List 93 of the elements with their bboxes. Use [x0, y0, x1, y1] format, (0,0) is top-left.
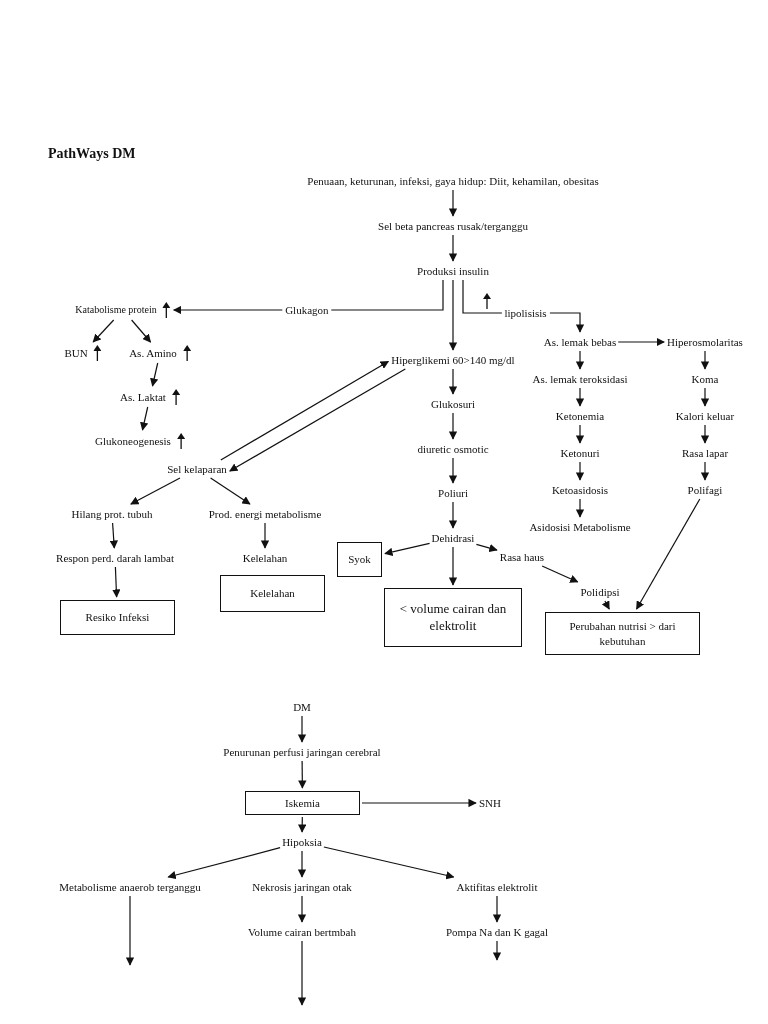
arrow	[575, 498, 585, 518]
arrow	[448, 501, 458, 529]
arrow	[229, 368, 406, 472]
arrow	[361, 798, 477, 808]
arrow	[140, 406, 149, 431]
node-label: As. Amino	[129, 346, 177, 360]
arrow	[220, 360, 389, 461]
arrow	[700, 424, 710, 444]
arrow	[130, 477, 181, 505]
arrow	[297, 715, 307, 743]
arrow	[323, 846, 455, 880]
node-label: DM	[293, 700, 311, 714]
node-label: Koma	[691, 372, 719, 386]
arrow	[297, 895, 307, 923]
node-label: Nekrosis jaringan otak	[252, 880, 352, 894]
node-label: Polifagi	[687, 483, 723, 497]
arrow	[448, 234, 458, 262]
arrow	[448, 457, 458, 484]
node-label: Pompa Na dan K gagal	[446, 925, 548, 939]
node-label: Polidipsi	[580, 585, 620, 599]
arrow	[575, 461, 585, 481]
arrow	[131, 319, 152, 343]
node-label: Ketonuri	[560, 446, 600, 460]
arrow	[298, 760, 307, 789]
arrow	[125, 895, 135, 966]
node-label: As. lemak teroksidasi	[532, 372, 628, 386]
process-box: Perubahan nutrisi > dari kebutuhan	[545, 612, 700, 655]
arrow	[601, 600, 610, 610]
node-label: BUN	[64, 346, 88, 360]
arrow	[260, 522, 270, 549]
arrow	[492, 895, 502, 923]
process-box: Iskemia	[245, 791, 360, 815]
arrow	[448, 368, 458, 395]
node-label: Katabolisme protein	[75, 303, 157, 317]
node-label: Ketoasidosis	[551, 483, 609, 497]
node-label: Glukosuri	[431, 397, 475, 411]
node-label: Hipoksia	[282, 835, 322, 849]
arrow	[448, 189, 458, 217]
diagram-title: PathWays DM	[48, 146, 136, 162]
node-label: Glukoneogenesis	[95, 434, 171, 448]
arrow	[210, 477, 251, 505]
node-label: Poliuri	[438, 486, 468, 500]
node-label: Penuaan, keturunan, infeksi, gaya hidup: Diit, kehamilan, obesitas	[307, 174, 599, 188]
node-label: Asidosisi Metabolisme	[529, 520, 631, 534]
node-label: Sel kelaparan	[167, 462, 227, 476]
arrow	[617, 337, 665, 347]
arrow	[448, 546, 458, 586]
arrow	[636, 498, 701, 610]
node-label: Metabolisme anaerob terganggu	[59, 880, 201, 894]
arrow	[700, 387, 710, 407]
process-box: Kelelahan	[220, 575, 325, 612]
arrow	[475, 543, 498, 553]
arrow	[384, 542, 431, 556]
node-label: Aktifitas elektrolit	[456, 880, 538, 894]
node-label: Sel beta pancreas rusak/terganggu	[378, 219, 528, 233]
process-box: < volume cairan dan elektrolit	[384, 588, 522, 647]
arrow	[575, 350, 585, 370]
arrow	[448, 279, 458, 351]
arrow	[297, 850, 307, 878]
process-box: Syok	[337, 542, 382, 577]
arrow	[298, 816, 307, 833]
node-label: Ketonemia	[555, 409, 605, 423]
node-label: Hiperglikemi 60>140 mg/dl	[391, 353, 515, 367]
node-label: diuretic osmotic	[417, 442, 489, 456]
node-label: Penurunan perfusi jaringan cerebral	[223, 745, 381, 759]
node-label: SNH	[479, 796, 501, 810]
arrow	[700, 461, 710, 481]
arrow	[112, 566, 121, 598]
arrow	[167, 847, 281, 880]
node-label: Rasa haus	[499, 550, 545, 564]
node-label: Hilang prot. tubuh	[71, 507, 153, 521]
node-label: Hiperosmolaritas	[667, 335, 743, 349]
process-box: Resiko Infeksi	[60, 600, 175, 635]
arrow	[297, 940, 307, 1006]
node-label: Prod. energi metabolisme	[208, 507, 322, 521]
arrow	[575, 387, 585, 407]
arrow	[575, 424, 585, 444]
arrow	[492, 940, 502, 961]
arrow	[92, 319, 115, 343]
node-label: Kelelahan	[242, 551, 288, 565]
node-label: Volume cairan bertmbah	[248, 925, 356, 939]
arrow	[700, 350, 710, 370]
node-label: Kalori keluar	[675, 409, 735, 423]
arrow	[150, 362, 159, 387]
node-label: Dehidrasi	[431, 531, 475, 545]
arrow	[109, 522, 118, 549]
node-label: As. Laktat	[120, 390, 166, 404]
node-label: Respon perd. darah lambat	[56, 551, 174, 565]
arrow	[541, 565, 579, 583]
arrow	[448, 412, 458, 440]
node-label: As. lemak bebas	[543, 335, 617, 349]
node-label: Rasa lapar	[681, 446, 729, 460]
node-label: Produksi insulin	[417, 264, 489, 278]
